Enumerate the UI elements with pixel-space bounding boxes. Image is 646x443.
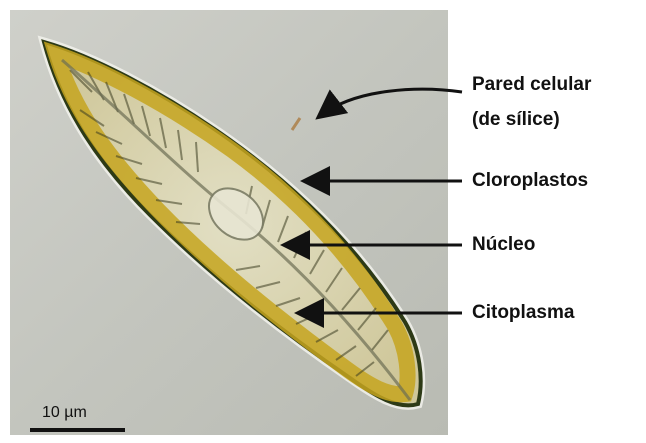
- label-nucleus: Núcleo: [472, 233, 535, 257]
- label-cytoplasm: Citoplasma: [472, 301, 574, 325]
- scale-bar-label: 10 µm: [42, 404, 87, 422]
- label-cell-wall-line2: (de sílice): [472, 108, 560, 132]
- label-cell-wall-line1: Pared celular: [472, 73, 591, 97]
- label-chloroplasts: Cloroplastos: [472, 169, 588, 193]
